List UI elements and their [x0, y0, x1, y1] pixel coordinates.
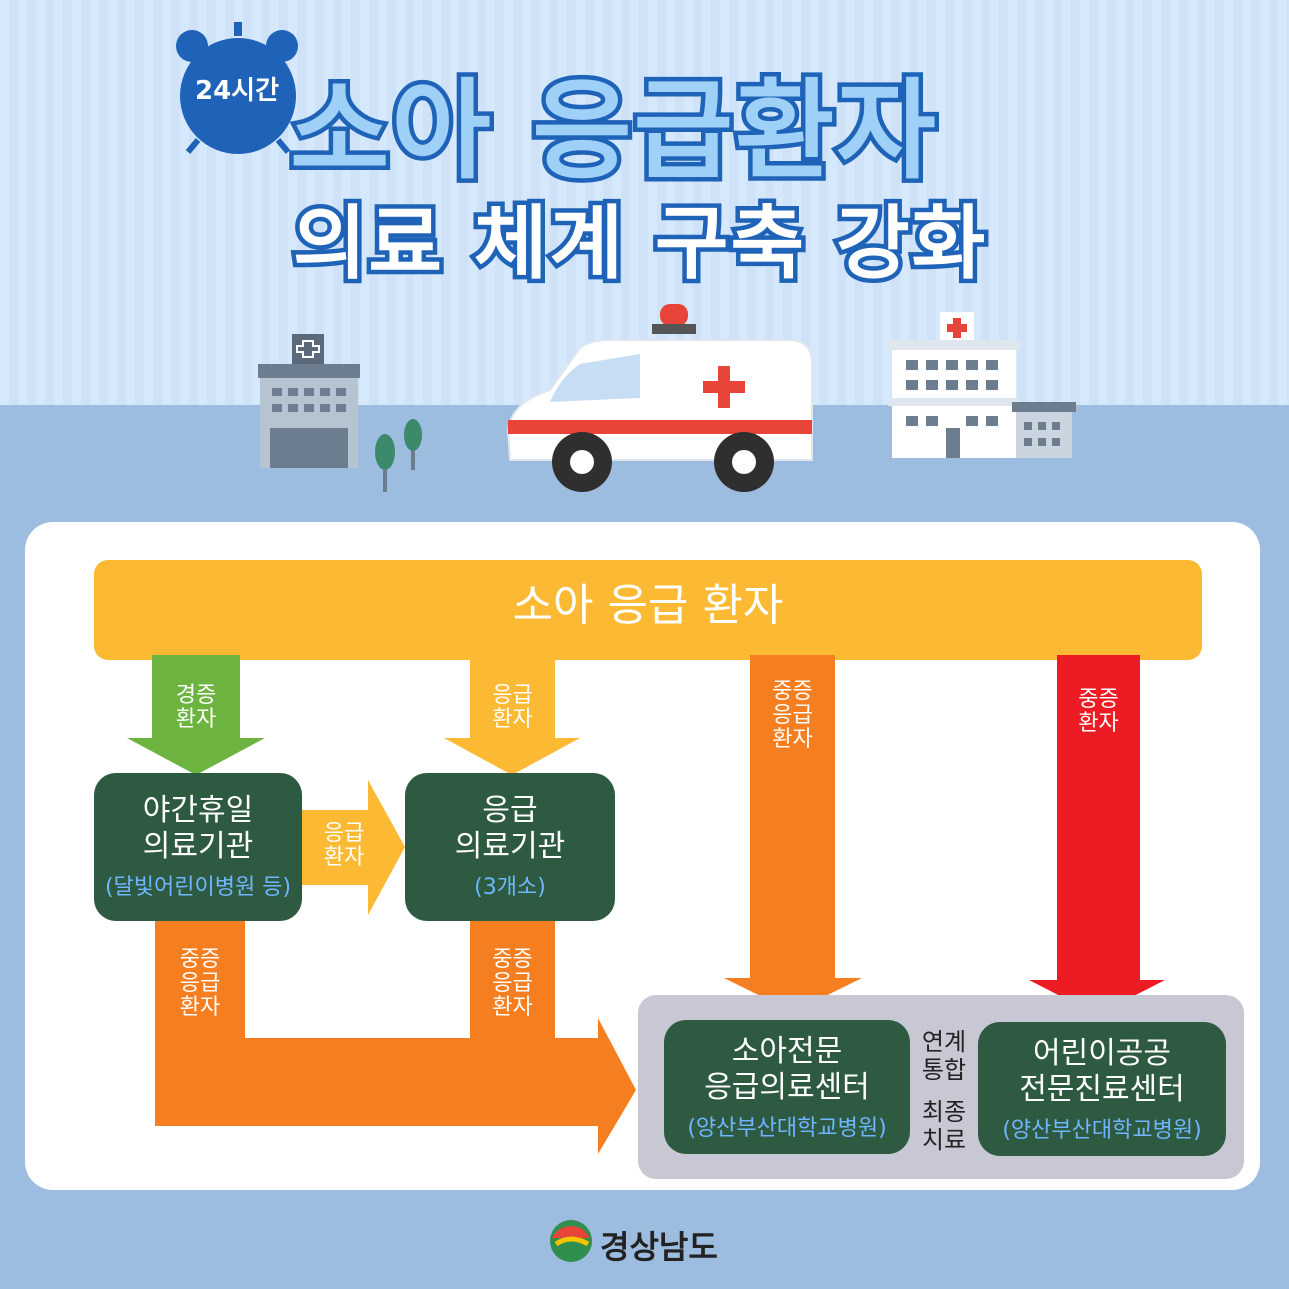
link-label-final-treatment: 최종 치료	[921, 1098, 967, 1154]
emergency-box-line1: 응급	[482, 793, 538, 828]
scene-illustration	[258, 304, 1076, 492]
footer-logo-text: 경상남도	[600, 1228, 718, 1266]
left-down-arrow-label: 중증 응급 환자	[179, 947, 221, 1020]
emergency-arrow-top	[444, 655, 580, 775]
top-bar-label: 소아 응급 환자	[512, 580, 784, 631]
mid-down-arrow-label: 중증 응급 환자	[492, 947, 533, 1020]
link-label-integration: 연계 통합	[921, 1028, 967, 1084]
ambulance-icon	[506, 304, 813, 492]
clock-badge-label: 24시간	[194, 76, 280, 106]
page-subtitle: 의료 체계 구축 강화	[288, 193, 989, 295]
night-box-line1: 야간휴일	[142, 793, 254, 828]
severe-emergency-arrow-label: 중증 응급 환자	[772, 679, 813, 752]
pediatric-box-line1: 소아전문	[731, 1034, 843, 1069]
emergency-arrow-label: 응급 환자	[492, 683, 533, 732]
emergency-box-sub: (3개소)	[474, 875, 546, 900]
public-box-sub: (양산부산대학교병원)	[1002, 1118, 1202, 1143]
pediatric-box-line2: 응급의료센터	[704, 1070, 870, 1105]
tree-icon	[375, 419, 422, 492]
public-box-line2: 전문진료센터	[1019, 1072, 1185, 1107]
pediatric-emergency-center-box: 소아전문 응급의료센터 (양산부산대학교병원)	[664, 1020, 910, 1154]
mild-arrow-label: 경증 환자	[175, 683, 217, 732]
emergency-clinic-box: 응급 의료기관 (3개소)	[405, 773, 615, 921]
between-boxes-arrow-label: 응급 환자	[323, 821, 365, 870]
severe-emergency-arrow	[724, 655, 862, 1012]
bottom-flow-arrow	[155, 920, 636, 1154]
public-pediatric-center-box: 어린이공공 전문진료센터 (양산부산대학교병원)	[978, 1022, 1226, 1156]
severe-arrow	[1029, 655, 1165, 1015]
gyeongnam-logo-icon	[550, 1220, 592, 1262]
night-box-line2: 의료기관	[142, 829, 254, 864]
pediatric-box-sub: (양산부산대학교병원)	[687, 1116, 887, 1141]
emergency-box-line2: 의료기관	[454, 829, 566, 864]
alarm-clock-icon	[176, 22, 298, 154]
night-box-sub: (달빛어린이병원 등)	[104, 875, 292, 900]
hospital-right-icon	[888, 312, 1076, 458]
page-title: 소아 응급환자	[286, 67, 941, 196]
hospital-left-icon	[258, 334, 360, 468]
night-holiday-clinic-box: 야간휴일 의료기관 (달빛어린이병원 등)	[94, 773, 302, 921]
top-bar-shape	[94, 560, 1202, 660]
between-boxes-arrow	[300, 780, 405, 915]
severe-arrow-label: 중증 환자	[1078, 687, 1119, 736]
public-box-line1: 어린이공공	[1033, 1036, 1171, 1071]
mild-arrow	[127, 655, 265, 775]
